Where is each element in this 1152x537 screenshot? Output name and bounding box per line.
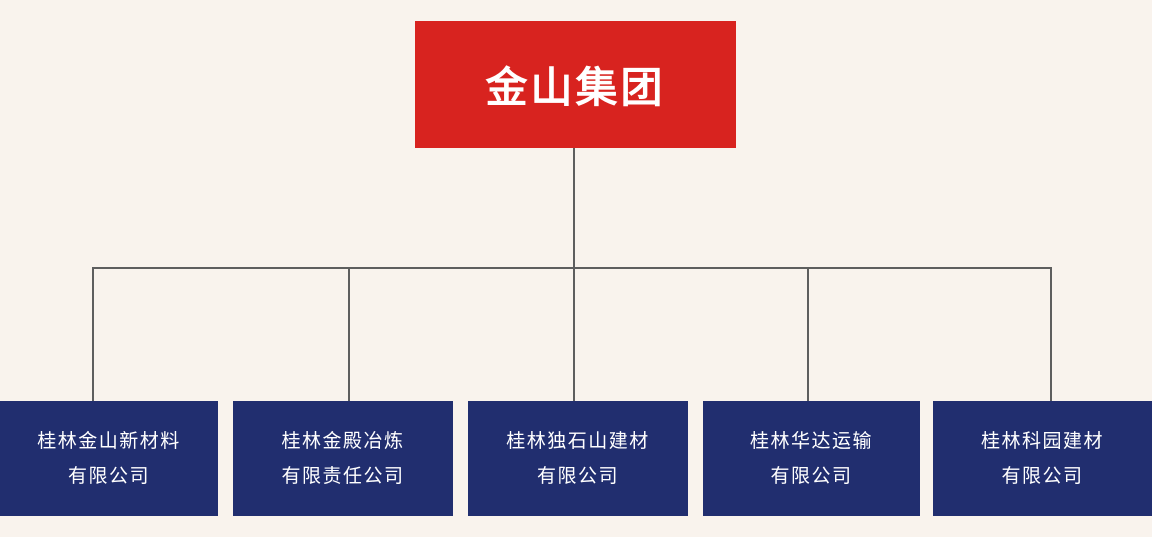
connector-horizontal-line: [92, 267, 1052, 269]
connector-drop-line-1: [92, 268, 94, 401]
org-child-box-keyuan-building-materials: 桂林科园建材 有限公司: [933, 401, 1152, 516]
connector-drop-line-5: [1050, 268, 1052, 401]
org-child-box-jindian-smelting: 桂林金殿冶炼 有限责任公司: [233, 401, 453, 516]
org-child-box-dushishan-building-materials: 桂林独石山建材 有限公司: [468, 401, 688, 516]
org-child-label-line2: 有限责任公司: [281, 465, 405, 487]
connector-drop-line-3: [573, 268, 575, 401]
org-child-label-line2: 有限公司: [1001, 465, 1084, 487]
org-child-box-huada-transport: 桂林华达运输 有限公司: [703, 401, 920, 516]
org-root-box: 金山集团: [415, 21, 736, 148]
org-child-label-line1: 桂林金殿冶炼: [281, 430, 405, 452]
org-child-label-line2: 有限公司: [536, 465, 619, 487]
org-child-label-line1: 桂林华达运输: [749, 430, 873, 452]
org-child-label-line2: 有限公司: [770, 465, 853, 487]
org-root-label: 金山集团: [485, 64, 666, 111]
connector-drop-line-2: [348, 268, 350, 401]
org-child-label-line2: 有限公司: [67, 465, 150, 487]
connector-trunk-line: [573, 148, 575, 268]
org-child-label-line1: 桂林独石山建材: [506, 430, 650, 452]
connector-drop-line-4: [807, 268, 809, 401]
org-child-label-line1: 桂林金山新材料: [37, 430, 181, 452]
org-child-label-line1: 桂林科园建材: [980, 430, 1104, 452]
org-child-box-jinshan-new-materials: 桂林金山新材料 有限公司: [0, 401, 218, 516]
